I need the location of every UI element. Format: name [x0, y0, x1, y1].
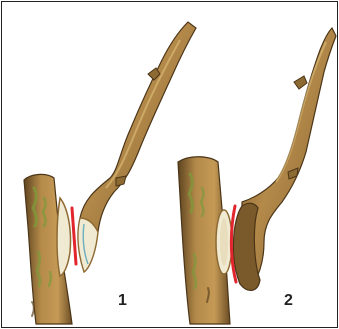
step-number-2: 2 — [284, 292, 293, 309]
panel-2: 2 — [178, 28, 336, 324]
branch-2 — [233, 28, 336, 290]
cut-line-marker-1 — [72, 208, 76, 264]
trunk-stub-1 — [24, 174, 72, 324]
step-number-1: 1 — [118, 292, 127, 309]
panel-1: 1 — [24, 22, 196, 324]
pruning-diagram: 1 — [2, 2, 337, 327]
branch-1 — [78, 22, 196, 272]
trunk-2 — [178, 157, 232, 324]
